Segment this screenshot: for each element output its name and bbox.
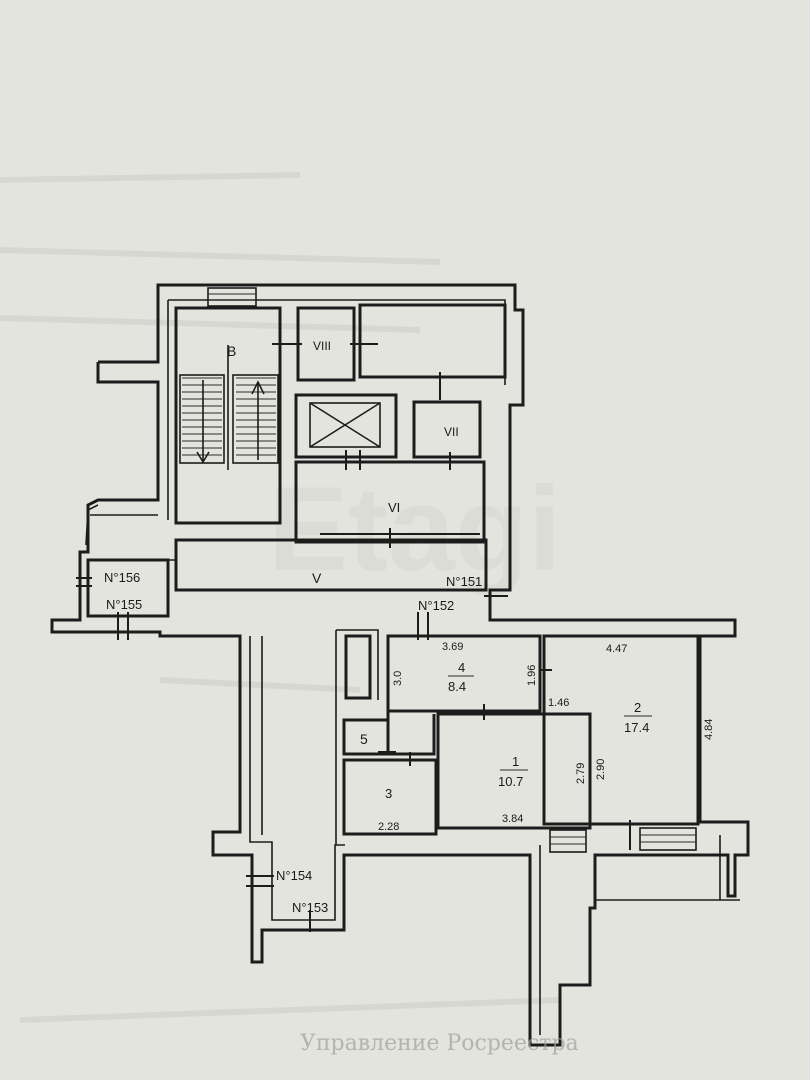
room-4-area: 8.4 xyxy=(448,679,466,694)
room-label-b: B xyxy=(227,343,236,359)
core-rooms xyxy=(86,303,507,618)
door-ticks xyxy=(76,343,631,932)
dim-3-0: 3.0 xyxy=(392,671,404,686)
room-label-v: V xyxy=(312,570,322,586)
room-label-vi: VI xyxy=(388,500,400,515)
dim-2-28: 2.28 xyxy=(378,821,399,833)
dim-1-46: 1.46 xyxy=(548,697,569,709)
room-1-number: 1 xyxy=(512,754,519,769)
dim-2-90: 2.90 xyxy=(595,759,607,780)
dim-2-79: 2.79 xyxy=(575,763,587,784)
apartment xyxy=(336,629,700,853)
room-4-number: 4 xyxy=(458,660,465,675)
dim-3-84: 3.84 xyxy=(502,813,523,825)
room-3-number: 3 xyxy=(385,786,392,801)
paper-texture xyxy=(0,172,561,1023)
dim-4-84: 4.84 xyxy=(703,719,715,740)
room-label-viii: VIII xyxy=(313,339,331,353)
room-2-area: 17.4 xyxy=(624,720,649,735)
stair-treads xyxy=(182,377,276,456)
dim-4-47: 4.47 xyxy=(606,643,627,655)
room-1-area: 10.7 xyxy=(498,774,523,789)
room-2-number: 2 xyxy=(634,700,641,715)
stair-up-arrow-icon xyxy=(251,380,265,460)
stair-down-arrow-icon xyxy=(196,380,210,464)
dim-1-96: 1.96 xyxy=(526,665,538,686)
door-label-n155: N°155 xyxy=(106,597,142,612)
door-label-n154: N°154 xyxy=(276,868,312,883)
stair-hall-b xyxy=(174,287,282,525)
door-label-n152: N°152 xyxy=(418,598,454,613)
watermark: Etagi xyxy=(268,462,561,596)
door-label-n153: N°153 xyxy=(292,900,328,915)
building-outline xyxy=(50,283,750,1047)
registry-stamp-text: Управление Росреестра xyxy=(300,1031,579,1056)
dim-3-69: 3.69 xyxy=(442,641,463,653)
door-label-n156: N°156 xyxy=(104,570,140,585)
door-label-n151: N°151 xyxy=(446,574,482,589)
room-5-number: 5 xyxy=(360,731,368,747)
room-label-vii: VII xyxy=(444,425,459,439)
